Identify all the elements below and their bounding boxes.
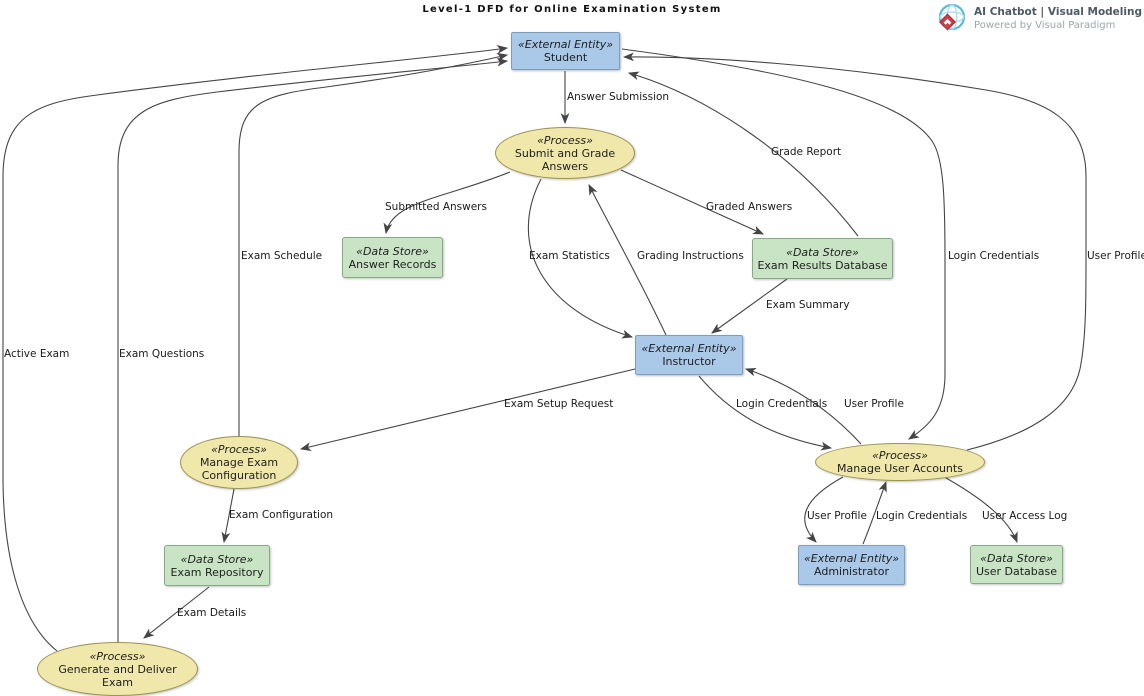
- node-process-manage-user-accounts[interactable]: «Process» Manage User Accounts: [815, 443, 985, 481]
- edge-exam-statistics[interactable]: [527, 178, 634, 339]
- edge-user-access-log[interactable]: [938, 473, 1018, 544]
- edge-user-profile-student[interactable]: [622, 52, 1087, 451]
- node-stereotype: «Process»: [872, 449, 928, 462]
- node-stereotype: «Data Store»: [786, 245, 859, 259]
- edge-grading-instructions[interactable]: [588, 184, 667, 336]
- flow-label-exam-schedule[interactable]: Exam Schedule: [241, 250, 323, 262]
- flow-label-grading-instructions[interactable]: Grading Instructions: [637, 250, 744, 262]
- edge-active-exam[interactable]: [2, 45, 509, 652]
- node-stereotype: «External Entity»: [517, 38, 614, 51]
- node-label: Generate and Deliver Exam: [58, 662, 177, 689]
- edge-login-credentials-admin[interactable]: [862, 480, 887, 545]
- flow-label-exam-details[interactable]: Exam Details: [177, 607, 247, 619]
- flow-label-answer-submission[interactable]: Answer Submission: [567, 91, 670, 103]
- flow-label-active-exam[interactable]: Active Exam: [4, 348, 70, 360]
- node-process-generate-and-deliver-exam[interactable]: «Process» Generate and Deliver Exam: [37, 642, 198, 696]
- flow-label-exam-setup-request[interactable]: Exam Setup Request: [504, 398, 614, 410]
- node-external-entity-student[interactable]: «External Entity» Student: [511, 32, 620, 70]
- edge-login-credentials-student[interactable]: [621, 48, 946, 440]
- node-stereotype: «Process»: [211, 443, 267, 456]
- flow-label-exam-questions[interactable]: Exam Questions: [119, 348, 205, 360]
- edge-user-profile-admin[interactable]: [804, 476, 844, 543]
- node-label: Exam Repository: [170, 565, 264, 579]
- flow-label-login-credentials-student[interactable]: Login Credentials: [948, 250, 1040, 262]
- flow-label-user-profile-student[interactable]: User Profile: [1087, 250, 1144, 262]
- flow-label-login-credentials-instructor[interactable]: Login Credentials: [736, 398, 828, 410]
- node-stereotype: «Data Store»: [180, 552, 254, 566]
- edge-exam-schedule[interactable]: [238, 52, 509, 436]
- node-data-store-user-database[interactable]: «Data Store» User Database: [970, 545, 1063, 584]
- node-data-store-exam-results-database[interactable]: «Data Store» Exam Results Database: [752, 238, 893, 279]
- flow-label-user-access-log[interactable]: User Access Log: [982, 510, 1068, 522]
- node-external-entity-administrator[interactable]: «External Entity» Administrator: [798, 545, 905, 585]
- edge-exam-summary[interactable]: [711, 278, 788, 334]
- flow-label-submitted-answers[interactable]: Submitted Answers: [385, 201, 487, 213]
- node-label: Instructor: [662, 355, 716, 368]
- branding-product-name: AI Chatbot | Visual Modeling: [974, 6, 1142, 18]
- node-label: Exam Results Database: [757, 258, 888, 272]
- edge-grade-report[interactable]: [627, 71, 859, 237]
- edge-exam-details[interactable]: [143, 586, 210, 639]
- node-process-submit-and-grade-answers[interactable]: «Process» Submit and Grade Answers: [495, 127, 635, 179]
- node-stereotype: «Process»: [537, 133, 593, 147]
- node-label: Administrator: [814, 565, 889, 578]
- edge-login-credentials-instructor[interactable]: [698, 375, 833, 451]
- edge-exam-setup-request[interactable]: [299, 368, 636, 451]
- flow-label-user-profile-admin[interactable]: User Profile: [807, 510, 867, 522]
- edge-exam-questions[interactable]: [117, 57, 509, 642]
- node-label: Answer Records: [348, 257, 437, 271]
- node-label: Manage User Accounts: [837, 462, 963, 475]
- flow-label-grade-report[interactable]: Grade Report: [771, 146, 842, 158]
- flow-label-exam-configuration[interactable]: Exam Configuration: [229, 509, 334, 521]
- node-label: User Database: [975, 564, 1058, 578]
- branding-tagline: Powered by Visual Paradigm: [974, 20, 1116, 31]
- node-label: Student: [543, 51, 588, 64]
- node-label: Manage Exam Configuration: [199, 456, 279, 482]
- node-stereotype: «Process»: [89, 649, 146, 663]
- node-stereotype: «External Entity»: [803, 552, 900, 565]
- node-stereotype: «Data Store»: [980, 551, 1053, 565]
- flow-label-user-profile-instructor[interactable]: User Profile: [844, 398, 904, 410]
- diagram-title: Level-1 DFD for Online Examination Syste…: [422, 4, 722, 15]
- edge-exam-configuration[interactable]: [221, 488, 235, 544]
- node-stereotype: «External Entity»: [641, 342, 737, 355]
- flow-label-login-credentials-admin[interactable]: Login Credentials: [876, 510, 968, 522]
- node-data-store-answer-records[interactable]: «Data Store» Answer Records: [342, 237, 443, 278]
- visual-paradigm-logo-icon: [938, 3, 966, 31]
- node-stereotype: «Data Store»: [356, 244, 429, 258]
- flow-label-graded-answers[interactable]: Graded Answers: [706, 201, 793, 213]
- flow-label-exam-summary[interactable]: Exam Summary: [766, 299, 850, 311]
- node-process-manage-exam-configuration[interactable]: «Process» Manage Exam Configuration: [180, 436, 298, 489]
- node-external-entity-instructor[interactable]: «External Entity» Instructor: [635, 335, 743, 375]
- node-label: Submit and Grade Answers: [514, 146, 616, 173]
- edge-graded-answers[interactable]: [620, 169, 765, 235]
- node-data-store-exam-repository[interactable]: «Data Store» Exam Repository: [164, 545, 270, 586]
- visual-paradigm-branding[interactable]: AI Chatbot | Visual Modeling Powered by …: [934, 2, 1142, 36]
- flow-label-exam-statistics[interactable]: Exam Statistics: [529, 250, 610, 262]
- edge-submitted-answers[interactable]: [383, 171, 511, 235]
- edge-user-profile-instructor[interactable]: [744, 367, 862, 445]
